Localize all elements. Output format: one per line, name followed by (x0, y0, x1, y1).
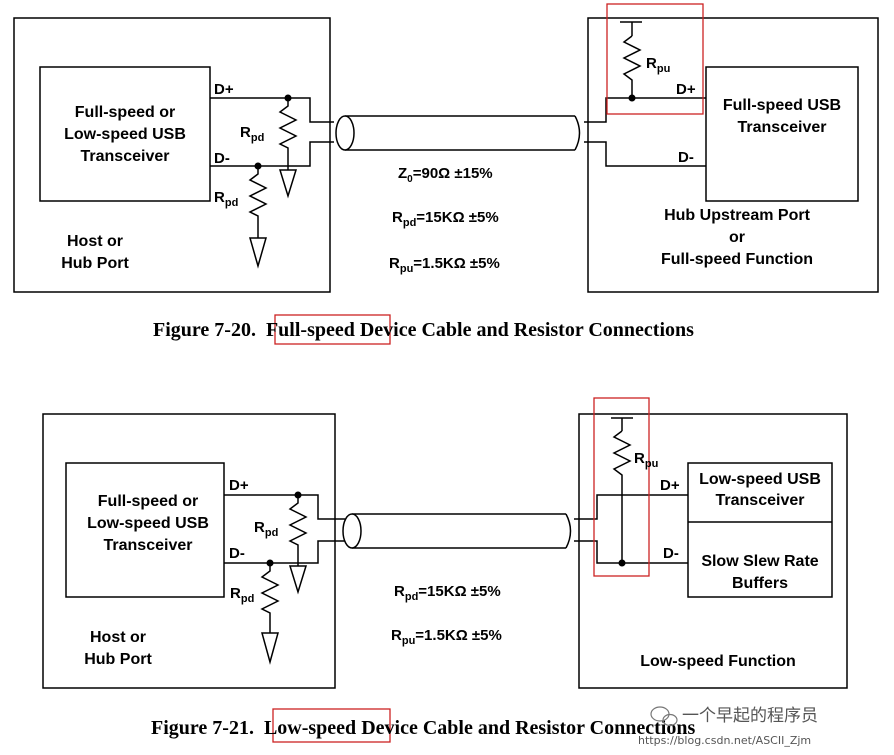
caption-highlight-box (274, 314, 391, 345)
host-port-label: Host or Hub Port (84, 629, 152, 668)
dminus-label: D- (229, 545, 245, 562)
svg-text:Transceiver: Transceiver (738, 119, 827, 136)
device-transceiver-box (705, 66, 859, 202)
cable-fig20 (335, 115, 581, 151)
dminus-label: D- (214, 150, 230, 167)
rpu-highlight-box (593, 397, 650, 577)
rpd-resistor-dplus (278, 98, 298, 199)
svg-text:Host or: Host or (90, 629, 146, 646)
junction-dot (254, 162, 262, 170)
svg-text:Full-speed or: Full-speed or (75, 104, 175, 121)
caption-highlight-box (272, 708, 391, 743)
figure-7-20 (13, 17, 879, 293)
rpd-label: Rpd (254, 519, 278, 539)
junction-dot (284, 94, 292, 102)
svg-text:Full-speed or: Full-speed or (98, 493, 198, 510)
svg-text:Transceiver: Transceiver (81, 148, 170, 165)
svg-text:Low-speed USB: Low-speed USB (87, 515, 209, 532)
dplus-line-host (210, 97, 334, 123)
dminus-label: D- (678, 149, 694, 166)
svg-text:Hub Port: Hub Port (84, 651, 152, 668)
device-transceiver-label: Full-speed USB Transceiver (723, 97, 841, 136)
dminus-label: D- (663, 545, 679, 562)
junction-dot (628, 94, 636, 102)
junction-dot (618, 559, 626, 567)
rpu-resistor (620, 21, 642, 98)
svg-text:Hub Upstream Port: Hub Upstream Port (664, 207, 810, 224)
figure-7-21 (42, 413, 848, 689)
device-port-box (578, 413, 848, 689)
svg-text:Host or: Host or (67, 233, 123, 250)
rpd-resistor-dminus (248, 166, 268, 269)
rpu-label: Rpu (634, 450, 658, 470)
host-port-box (42, 413, 336, 689)
rpd-resistor-dminus (260, 563, 280, 665)
rpd-spec: Rpd=15KΩ ±5% (392, 209, 499, 229)
svg-text:Full-speed USB: Full-speed USB (723, 97, 841, 114)
host-transceiver-label: Full-speed or Low-speed USB Transceiver (87, 493, 209, 554)
svg-text:Hub Port: Hub Port (61, 255, 129, 272)
rpd-label: Rpd (240, 124, 264, 144)
svg-text:Transceiver: Transceiver (716, 492, 805, 509)
dplus-label: D+ (214, 81, 234, 98)
host-port-label: Host or Hub Port (61, 233, 129, 272)
svg-text:Low-speed USB: Low-speed USB (64, 126, 186, 143)
dplus-line-device (574, 494, 688, 520)
rpu-highlight-box (606, 3, 704, 115)
rpu-resistor (611, 417, 633, 563)
junction-dot (266, 559, 274, 567)
watermark: 一个早起的程序员 https://blog.csdn.net/ASCII_Zjm (638, 706, 818, 747)
dplus-label: D+ (660, 477, 680, 494)
device-transceiver-label: Low-speed USB Transceiver (699, 471, 821, 509)
svg-text:Full-speed Function: Full-speed Function (661, 251, 813, 268)
rpd-resistor-dplus (288, 495, 308, 595)
device-port-label: Low-speed Function (640, 653, 796, 670)
junction-dot (294, 491, 302, 499)
host-transceiver-label: Full-speed or Low-speed USB Transceiver (64, 104, 186, 165)
dplus-label: D+ (229, 477, 249, 494)
cable-fig21 (342, 513, 572, 549)
svg-text:Transceiver: Transceiver (104, 537, 193, 554)
rpu-spec: Rpu=1.5KΩ ±5% (391, 627, 502, 647)
host-port-box (13, 17, 331, 293)
device-port-label: Hub Upstream Port or Full-speed Function (661, 207, 813, 268)
dplus-line-host (224, 494, 345, 520)
impedance-spec: Z0=90Ω ±15% (398, 165, 493, 185)
svg-text:Slow Slew Rate: Slow Slew Rate (701, 553, 818, 570)
watermark-url: https://blog.csdn.net/ASCII_Zjm (638, 734, 811, 747)
dminus-line-device (584, 141, 706, 167)
rpd-label: Rpd (214, 189, 238, 209)
device-port-box (587, 17, 879, 293)
svg-text:or: or (729, 229, 745, 246)
svg-text:Low-speed USB: Low-speed USB (699, 471, 821, 488)
device-buffers-label: Slow Slew Rate Buffers (701, 553, 818, 592)
wechat-icon (650, 706, 678, 727)
host-transceiver-box (65, 462, 225, 598)
watermark-name: 一个早起的程序员 (682, 706, 818, 726)
dminus-line-device (574, 540, 688, 564)
device-transceiver-box (687, 462, 833, 598)
rpu-label: Rpu (646, 55, 670, 75)
host-transceiver-box (39, 66, 211, 202)
dplus-label: D+ (676, 81, 696, 98)
rpd-label: Rpd (230, 585, 254, 605)
rpu-spec: Rpu=1.5KΩ ±5% (389, 255, 500, 275)
dplus-line-device (584, 97, 706, 123)
svg-text:Buffers: Buffers (732, 575, 788, 592)
rpd-spec: Rpd=15KΩ ±5% (394, 583, 501, 603)
